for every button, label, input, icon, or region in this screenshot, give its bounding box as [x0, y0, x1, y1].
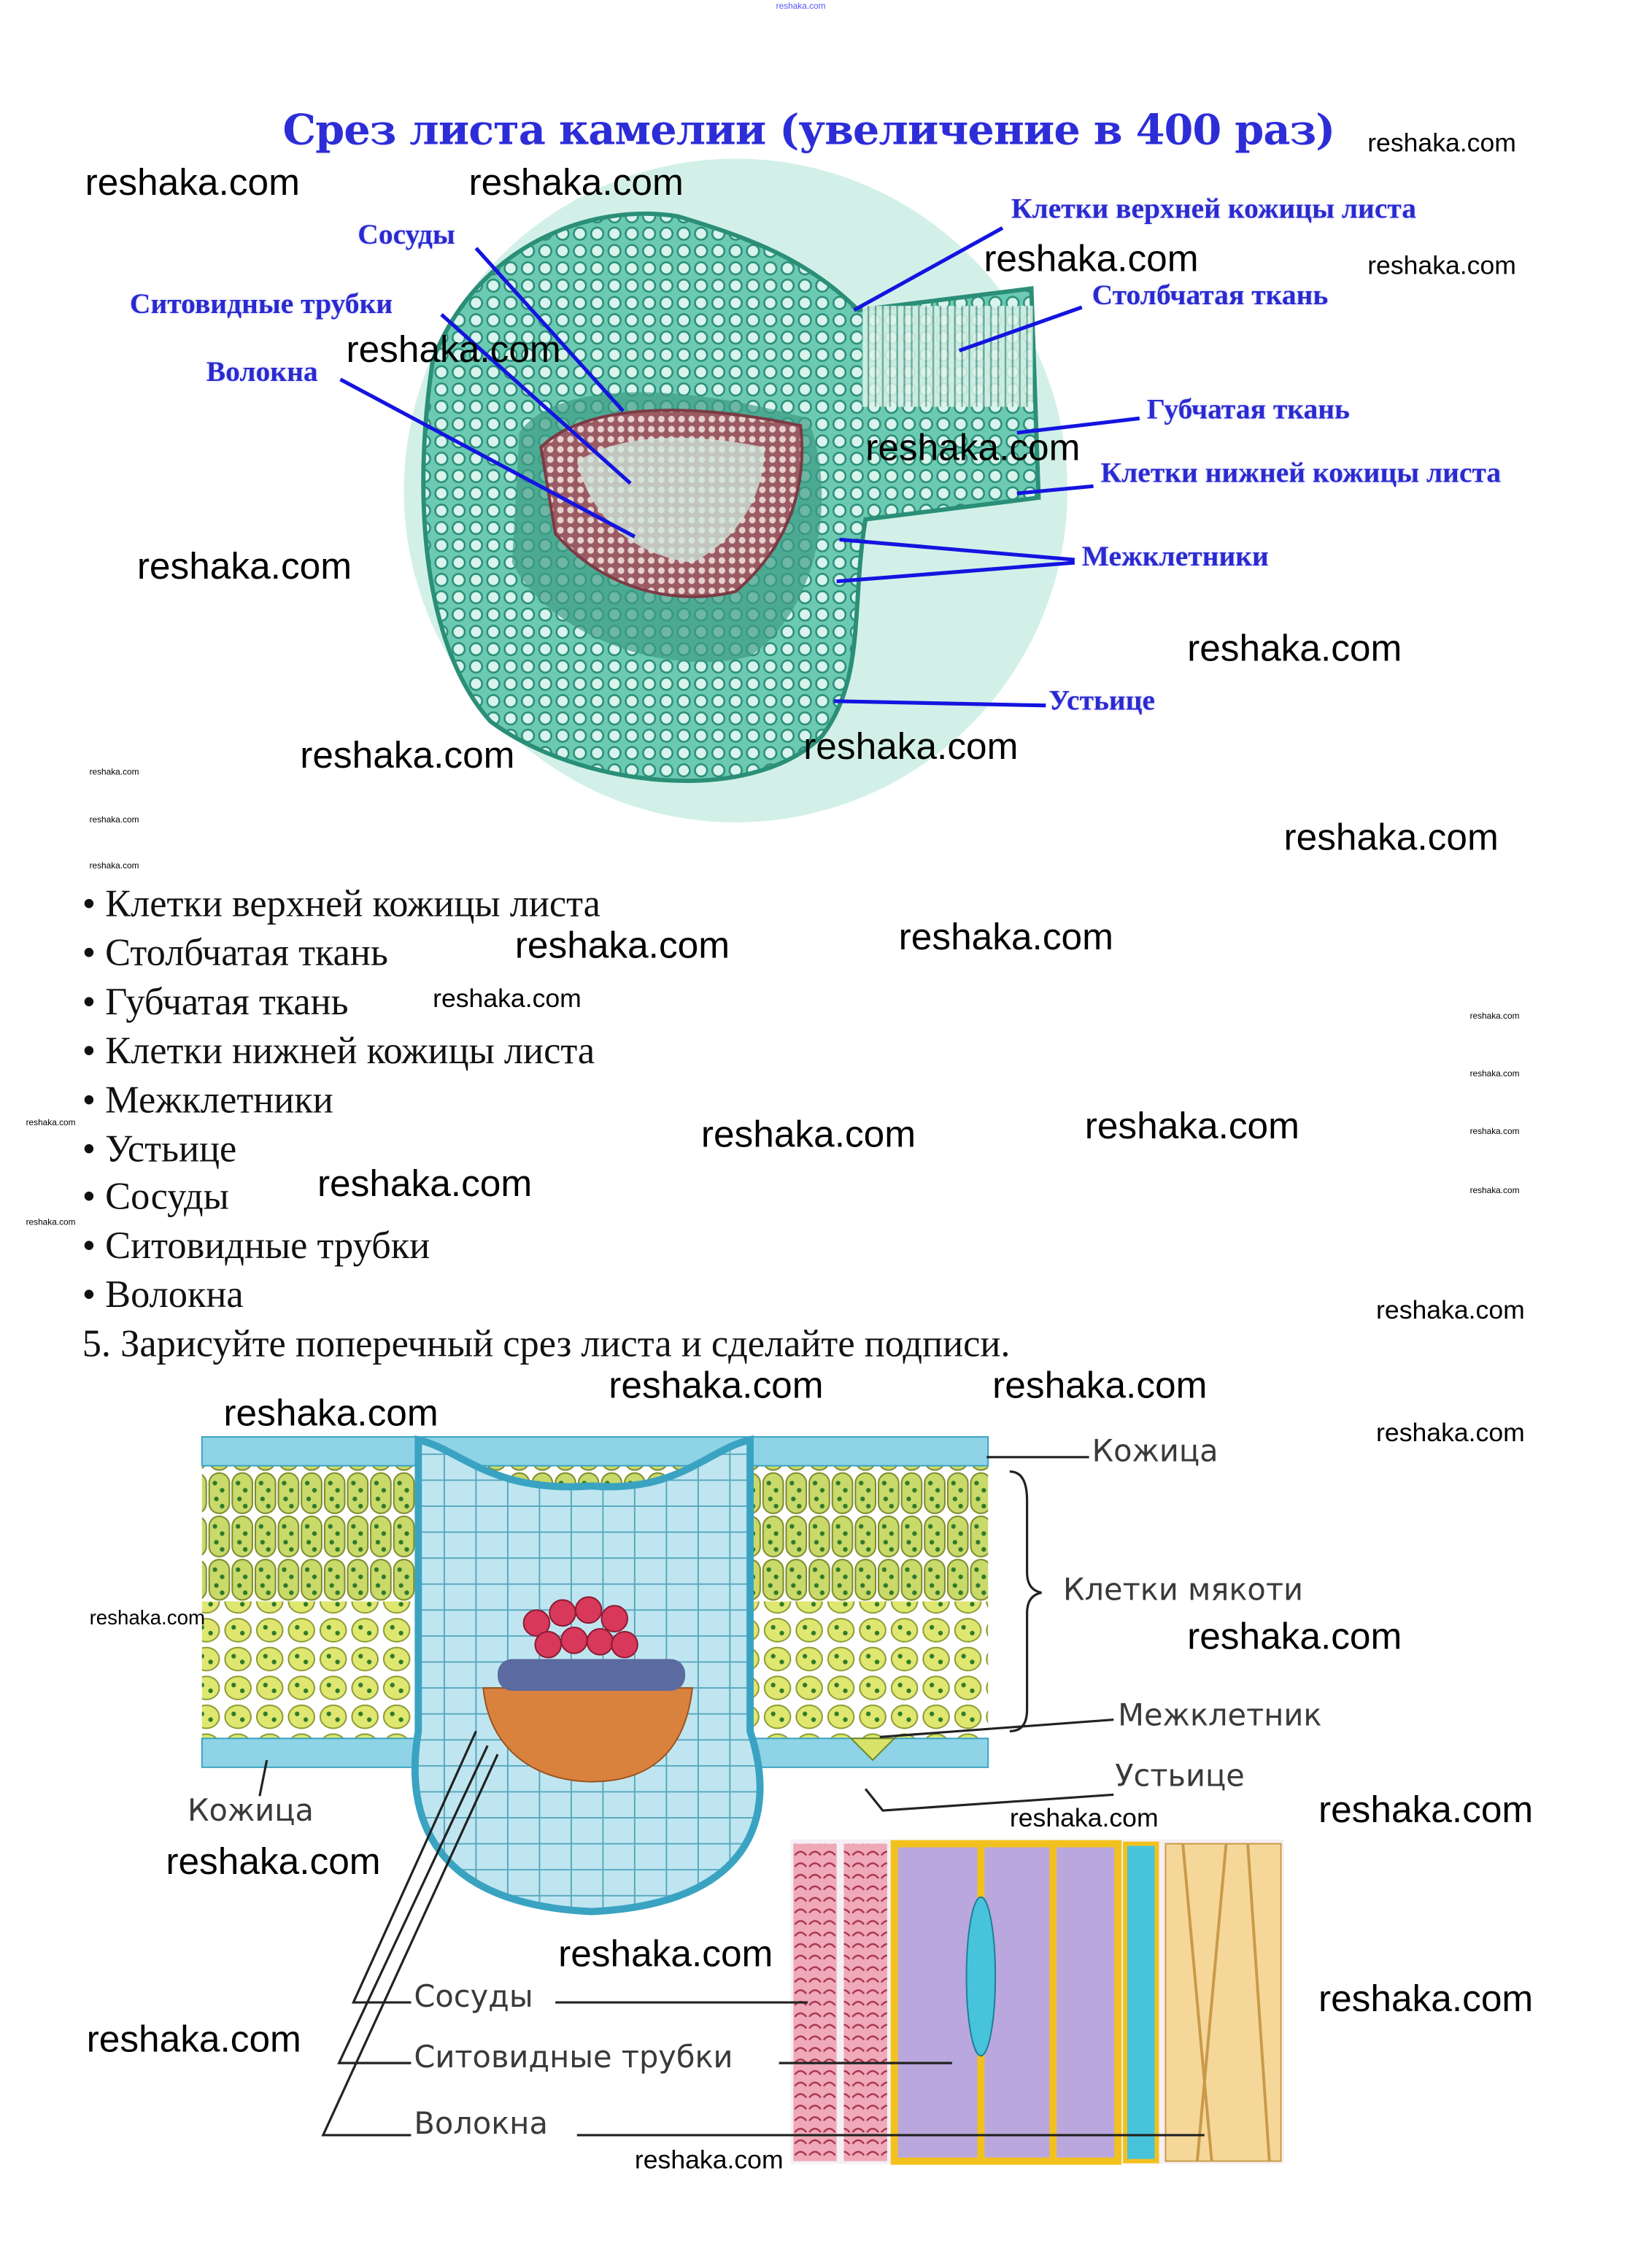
bottom-leader-lines [258, 1456, 1205, 2137]
watermark: reshaka.com [1376, 1295, 1525, 1324]
watermark: reshaka.com [634, 2145, 784, 2175]
watermark: reshaka.com [1469, 1070, 1520, 1079]
watermark: reshaka.com [1009, 1803, 1159, 1832]
label-intercellular: Межклетники [1081, 541, 1269, 573]
label-leader-lines [339, 226, 1140, 708]
watermark: reshaka.com [136, 544, 352, 587]
label-stoma-bottom: Устьице [1115, 1758, 1245, 1794]
list-item: • Губчатая ткань [82, 979, 349, 1023]
label-epidermis-right: Кожица [1092, 1434, 1218, 1469]
watermark: reshaka.com [558, 1932, 773, 1975]
stoma-cells [849, 1737, 897, 1762]
watermark: reshaka.com [700, 1112, 916, 1156]
watermark: reshaka.com [1469, 1187, 1520, 1196]
watermark: reshaka.com [317, 1161, 533, 1205]
label-sieve-tubes-bottom: Ситовидные трубки [414, 2040, 733, 2075]
camellia-leaf-section-figure [339, 158, 1140, 822]
label-lower-epidermis: Клетки нижней кожицы листа [1100, 457, 1502, 490]
list-item: • Сосуды [82, 1175, 229, 1219]
watermark: reshaka.com [776, 2, 826, 12]
watermark: reshaka.com [1367, 128, 1516, 158]
label-vessels: Сосуды [358, 219, 455, 251]
xylem-vessels [522, 1596, 638, 1659]
watermark: reshaka.com [300, 733, 515, 776]
label-upper-epidermis: Клетки верхней кожицы листа [1011, 193, 1417, 225]
label-sieve-tubes: Ситовидные трубки [129, 288, 393, 320]
watermark: reshaka.com [984, 236, 1199, 280]
watermark: reshaka.com [433, 984, 582, 1013]
upper-epidermis [201, 1436, 989, 1467]
watermark: reshaka.com [898, 914, 1113, 958]
figure-title: Срез листа камелии (увеличение в 400 раз… [282, 105, 1335, 155]
watermark: reshaka.com [468, 160, 684, 204]
watermark: reshaka.com [609, 1363, 824, 1407]
cambium [498, 1659, 686, 1692]
watermark: reshaka.com [1187, 1614, 1402, 1658]
watermark: reshaka.com [1084, 1103, 1299, 1147]
watermark: reshaka.com [26, 1119, 76, 1129]
watermark: reshaka.com [89, 863, 139, 872]
label-palisade: Столбчатая ткань [1092, 279, 1329, 312]
list-item: • Устьице [82, 1126, 237, 1170]
task-text: 5. Зарисуйте поперечный срез листа и сде… [82, 1322, 1011, 1365]
watermark: reshaka.com [89, 768, 139, 778]
watermark: reshaka.com [346, 327, 561, 371]
label-fibers: Волокна [206, 356, 318, 388]
label-spongy: Губчатая ткань [1146, 393, 1350, 426]
palisade-tissue [862, 306, 1033, 407]
watermark: reshaka.com [865, 425, 1081, 469]
label-intercellular-space: Межклетник [1118, 1697, 1322, 1733]
watermark: reshaka.com [223, 1390, 439, 1435]
watermark: reshaka.com [86, 2016, 301, 2061]
phloem [482, 1687, 694, 1783]
watermark: reshaka.com [89, 816, 139, 825]
list-item: • Ситовидные трубки [82, 1224, 430, 1268]
list-item: • Межклетники [82, 1077, 333, 1121]
label-stoma: Устьице [1048, 685, 1156, 717]
label-fibers-bottom: Волокна [414, 2106, 548, 2141]
vessel-strip [843, 1843, 887, 2161]
label-vessels-bottom: Сосуды [414, 1979, 533, 2014]
watermark: reshaka.com [89, 1605, 206, 1629]
watermark: reshaka.com [992, 1363, 1208, 1407]
watermark: reshaka.com [1469, 1128, 1520, 1137]
watermark: reshaka.com [26, 1219, 76, 1228]
watermark: reshaka.com [803, 724, 1019, 768]
list-item: • Клетки верхней кожицы листа [82, 881, 600, 925]
fiber-strip [1164, 1843, 1282, 2162]
sieve-tube-strip [890, 1840, 1122, 2165]
watermark: reshaka.com [1318, 1787, 1534, 1831]
watermark: reshaka.com [1469, 1012, 1520, 1022]
watermark: reshaka.com [166, 1839, 381, 1883]
tissue-list: • Клетки верхней кожицы листа • Столбчат… [82, 880, 1011, 1369]
watermark: reshaka.com [1367, 250, 1516, 280]
label-mesophyll: Клетки мякоти [1063, 1572, 1304, 1608]
watermark: reshaka.com [1376, 1418, 1525, 1447]
parenchyma-strip [1123, 1841, 1159, 2164]
companion-cell [965, 1896, 997, 2057]
watermark: reshaka.com [85, 160, 300, 204]
watermark: reshaka.com [1187, 626, 1402, 670]
list-item: • Столбчатая ткань [82, 930, 388, 974]
list-item: • Волокна [82, 1273, 244, 1316]
watermark: reshaka.com [514, 923, 730, 967]
label-epidermis-left: Кожица [188, 1793, 314, 1828]
watermark: reshaka.com [1318, 1976, 1534, 2020]
list-item: • Клетки нижней кожицы листа [82, 1028, 595, 1072]
watermark: reshaka.com [1283, 815, 1499, 859]
